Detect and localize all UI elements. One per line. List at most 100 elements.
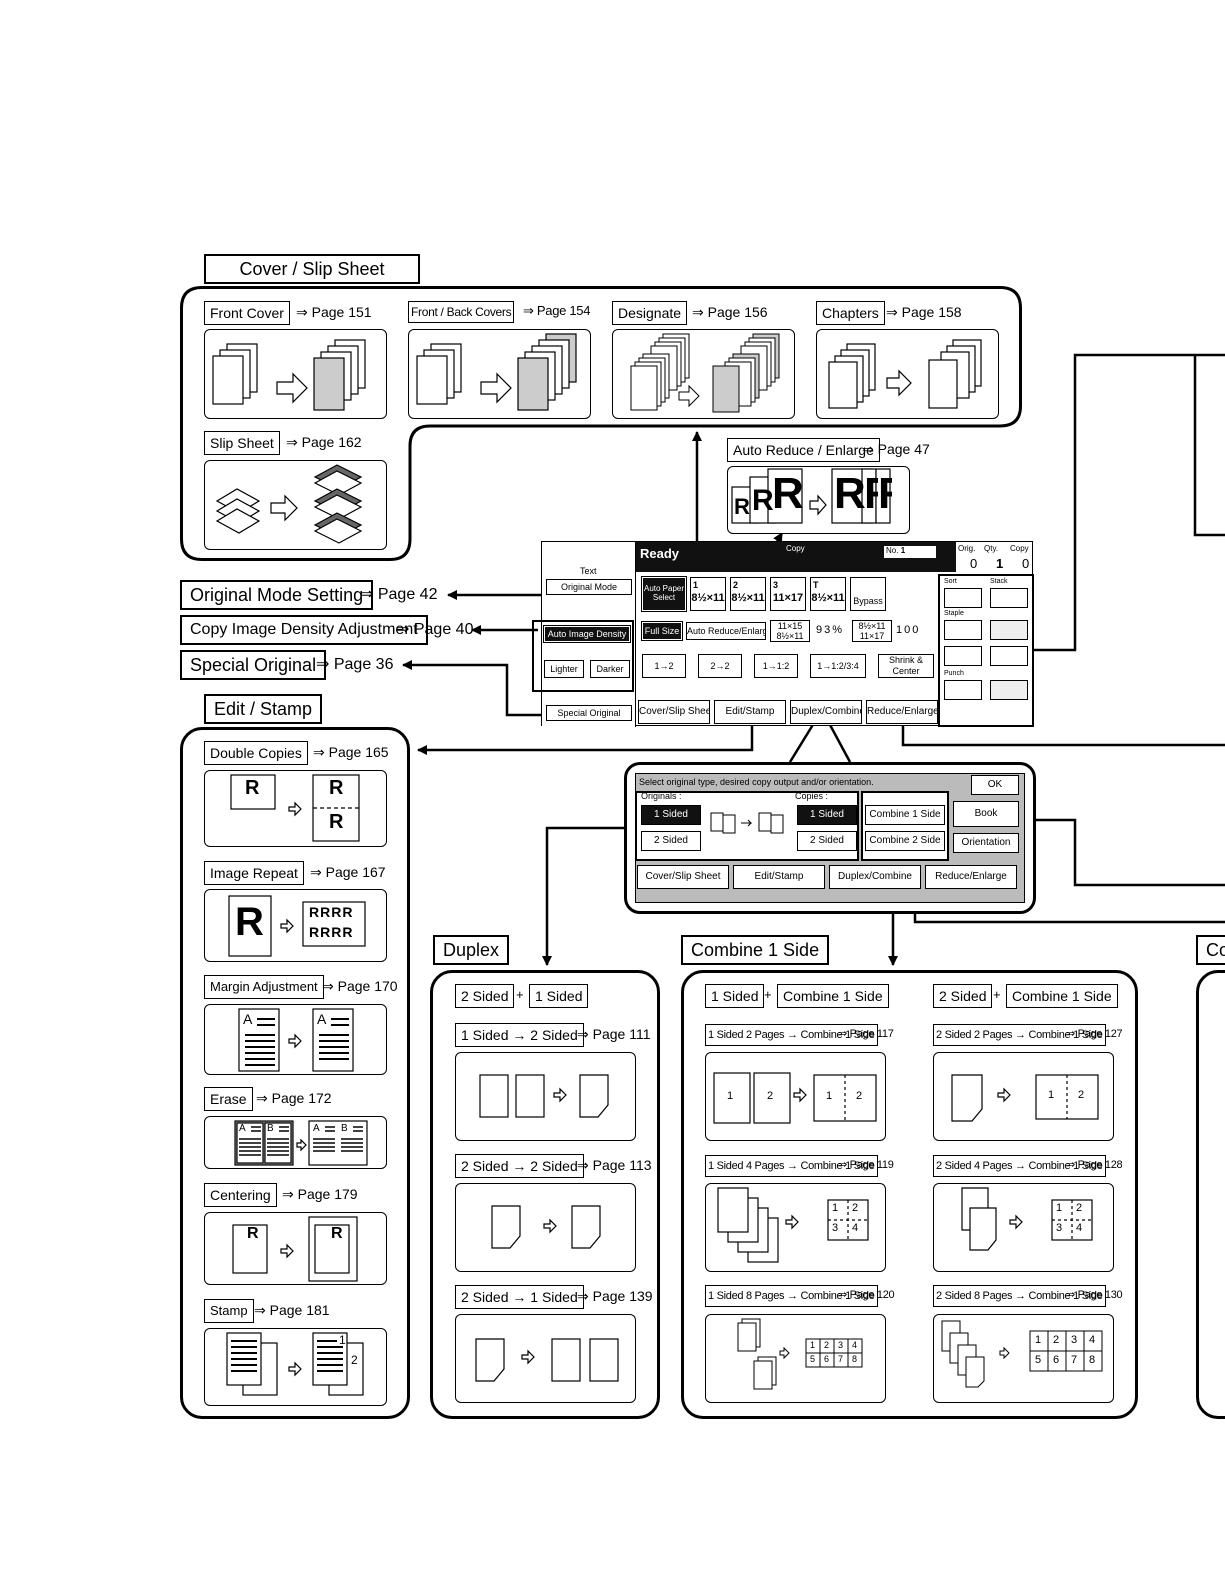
combine-1-side-button[interactable]: Combine 1 Side	[865, 805, 945, 825]
originals-2-sided[interactable]: 2 Sided	[641, 831, 701, 851]
staple-button-2[interactable]	[990, 620, 1028, 640]
combine-2s2p-ref[interactable]: ⇒ Page 127	[1066, 1028, 1123, 1040]
combine-2s4p-ref[interactable]: ⇒ Page 128	[1066, 1159, 1123, 1171]
erase-ref[interactable]: ⇒ Page 172	[256, 1090, 332, 1106]
orig-label: Orig.	[958, 544, 976, 553]
image-repeat-ref[interactable]: ⇒ Page 167	[310, 864, 386, 880]
punch-button-1[interactable]	[944, 680, 982, 700]
originals-1-sided[interactable]: 1 Sided	[641, 805, 701, 825]
sort-button[interactable]	[944, 588, 982, 608]
staple-button-3[interactable]	[944, 646, 982, 666]
original-mode-button[interactable]: Original Mode	[546, 579, 632, 595]
stack-label: Stack	[990, 578, 1008, 585]
tab-cover-slip[interactable]: Cover/Slip Sheet	[638, 700, 710, 724]
c4r-result-1: 1	[1056, 1202, 1063, 1214]
tray-3-size: 11×17	[772, 592, 804, 604]
combine-1s4p-ref[interactable]: ⇒ Page 119	[838, 1159, 894, 1171]
edit-stamp-title: Edit / Stamp	[204, 694, 323, 724]
c8r-2: 2	[1053, 1334, 1060, 1346]
chapters-ref[interactable]: ⇒ Page 158	[886, 304, 962, 320]
bypass-button[interactable]: Bypass	[850, 577, 886, 611]
erase-a-result: A	[313, 1123, 320, 1134]
c8r-4: 4	[1089, 1334, 1096, 1346]
duplex-icon-1-2[interactable]: 1→2	[642, 654, 686, 678]
duplex-dialog: Select original type, desired copy outpu…	[624, 762, 1036, 914]
c4r-result-2: 2	[1076, 1202, 1083, 1214]
combine-1s8p-ref[interactable]: ⇒ Page 120	[838, 1289, 895, 1301]
stack-button[interactable]	[990, 588, 1028, 608]
lighter-button[interactable]: Lighter	[544, 660, 584, 678]
combine-icon-2[interactable]: 1→1:2	[754, 654, 798, 678]
staple-button-4[interactable]	[990, 646, 1028, 666]
ready-header: Ready Copy No. 1	[636, 542, 956, 572]
c8l-4: 4	[852, 1340, 858, 1350]
designate-ref[interactable]: ⇒ Page 156	[692, 304, 768, 320]
margin-adjustment-ref[interactable]: ⇒ Page 170	[322, 978, 398, 994]
special-original-ref[interactable]: ⇒ Page 36	[316, 656, 394, 673]
combine-2s8p-illustration: 1 2 3 4 5 6 7 8	[933, 1314, 1114, 1403]
staple-button-1[interactable]	[944, 620, 982, 640]
full-size-button[interactable]: Full Size	[641, 621, 683, 641]
tab-duplex-combine[interactable]: Duplex/Combine	[790, 700, 862, 724]
ratio-2-bottom: 11×17	[859, 631, 885, 641]
stamp-ref[interactable]: ⇒ Page 181	[254, 1302, 330, 1318]
double-copies-r-bottom: R	[329, 811, 344, 833]
original-mode-setting-label: Original Mode Setting	[180, 580, 374, 610]
duplex-2-2-ref[interactable]: ⇒ Page 113	[577, 1157, 652, 1173]
special-original-button[interactable]: Special Original	[546, 705, 632, 721]
ok-button[interactable]: OK	[971, 775, 1019, 795]
double-copies-label: Double Copies	[204, 741, 308, 765]
tab-reduce-enlarge[interactable]: Reduce/Enlarge	[866, 700, 938, 724]
combine-2s8p-ref[interactable]: ⇒ Page 130	[1066, 1289, 1123, 1301]
c8l-6: 6	[824, 1354, 830, 1364]
c8r-7: 7	[1071, 1354, 1078, 1366]
erase-b-result: B	[341, 1123, 348, 1134]
designate-illustration	[612, 329, 795, 419]
shrink-center-button[interactable]: Shrink & Center	[878, 654, 934, 678]
front-back-covers-ref[interactable]: ⇒ Page 154	[523, 303, 591, 318]
tab-edit-stamp[interactable]: Edit/Stamp	[714, 700, 786, 724]
front-cover-ref[interactable]: ⇒ Page 151	[296, 304, 372, 320]
margin-a-source: A	[243, 1011, 253, 1027]
slip-sheet-ref[interactable]: ⇒ Page 162	[286, 434, 362, 450]
tray-t-number: T	[813, 580, 819, 590]
copy-density-ref[interactable]: ⇒ Page 40	[396, 621, 474, 638]
darker-button[interactable]: Darker	[590, 660, 630, 678]
copies-2-sided[interactable]: 2 Sided	[797, 831, 857, 851]
combine-icon-4[interactable]: 1→1:2/3:4	[810, 654, 866, 678]
cover-slip-title: Cover / Slip Sheet	[204, 254, 420, 284]
double-copies-r-source: R	[245, 777, 260, 799]
double-copies-ref[interactable]: ⇒ Page 165	[313, 744, 389, 760]
duplex-combo-b: 1 Sided	[529, 984, 589, 1008]
duplex-icon-2-2[interactable]: 2→2	[698, 654, 742, 678]
auto-reduce-ref[interactable]: ⇒ Page 47	[862, 441, 930, 457]
combine-title: Combine 1 Side	[681, 935, 830, 965]
dialog-tab-edit-stamp[interactable]: Edit/Stamp	[733, 865, 825, 889]
duplex-2-1-ref[interactable]: ⇒ Page 139	[577, 1288, 653, 1304]
dialog-tab-cover-slip[interactable]: Cover/Slip Sheet	[637, 865, 729, 889]
auto-reduce-enlarge-button[interactable]: Auto Reduce/Enlarge	[686, 622, 766, 640]
auto-paper-select-button[interactable]: Auto Paper Select	[641, 576, 687, 612]
copies-1-sided[interactable]: 1 Sided	[797, 805, 857, 825]
copy-count-value: 0	[1022, 556, 1030, 571]
auto-density-button[interactable]: Auto Image Density	[543, 625, 631, 643]
combine-2-side-button[interactable]: Combine 2 Side	[865, 831, 945, 851]
punch-button-2[interactable]	[990, 680, 1028, 700]
dialog-tab-reduce-enlarge[interactable]: Reduce/Enlarge	[925, 865, 1017, 889]
original-mode-setting-ref[interactable]: ⇒ Page 42	[360, 586, 438, 603]
reduce-letter-1: R	[734, 494, 750, 519]
book-button[interactable]: Book	[953, 801, 1019, 827]
duplex-1-2-ref[interactable]: ⇒ Page 111	[577, 1026, 651, 1042]
centering-ref[interactable]: ⇒ Page 179	[282, 1186, 358, 1202]
orientation-button[interactable]: Orientation	[953, 833, 1019, 853]
dialog-tab-duplex-combine[interactable]: Duplex/Combine	[829, 865, 921, 889]
combine-1s2p-ref[interactable]: ⇒ Page 117	[838, 1028, 894, 1040]
cover-slip-panel	[180, 286, 1022, 561]
combine-1s4p-illustration: 1 2 3 4	[705, 1183, 886, 1272]
